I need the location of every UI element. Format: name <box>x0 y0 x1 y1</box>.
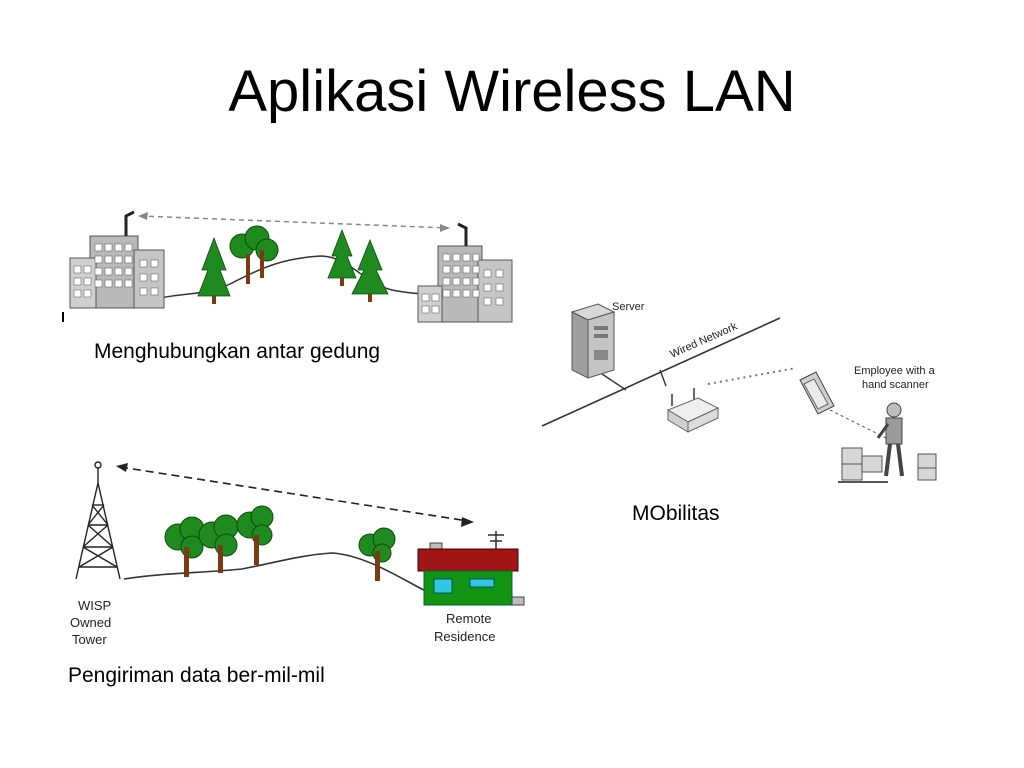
employee-label-line1: Employee with a <box>854 365 936 377</box>
access-point-icon <box>666 388 720 433</box>
tower-label-line1: WISP <box>78 598 111 613</box>
pine-tree-icon <box>197 236 231 304</box>
long-range-link-arrow <box>116 463 474 527</box>
boxes-icon <box>838 447 937 483</box>
server-icon <box>570 303 616 379</box>
tree-trunks <box>184 535 259 577</box>
server-label: Server <box>612 301 645 313</box>
round-tree-icon <box>229 225 279 284</box>
tower-icon <box>75 461 121 580</box>
building-link-caption: Menghubungkan antar gedung <box>94 340 381 363</box>
page-title: Aplikasi Wireless LAN <box>228 59 796 124</box>
house-icon <box>417 531 525 606</box>
wireless-signal-line <box>707 367 797 385</box>
pine-tree-icon <box>327 228 389 302</box>
right-building-icon <box>417 222 513 323</box>
mobility-caption: MObilitas <box>632 502 720 525</box>
long-range-caption: Pengiriman data ber-mil-mil <box>68 664 325 687</box>
hill-line <box>123 552 463 600</box>
round-tree-icon <box>164 505 274 559</box>
wireless-link-arrow <box>138 212 450 232</box>
long-range-illustration: WISP Owned Tower <box>62 455 532 655</box>
residence-label-line2: Residence <box>434 629 495 644</box>
tower-label-line2: Owned <box>70 615 111 630</box>
hand-scanner-icon <box>799 371 835 415</box>
employee-icon <box>876 402 904 477</box>
round-tree-icon <box>358 527 396 563</box>
residence-label-line1: Remote <box>446 611 492 626</box>
left-building-icon <box>69 210 165 309</box>
tower-label-line3: Tower <box>72 632 107 647</box>
mobility-illustration: Wired Network Server Employee w <box>538 298 948 490</box>
employee-label-line2: hand scanner <box>862 379 929 391</box>
building-link-illustration <box>62 198 522 328</box>
